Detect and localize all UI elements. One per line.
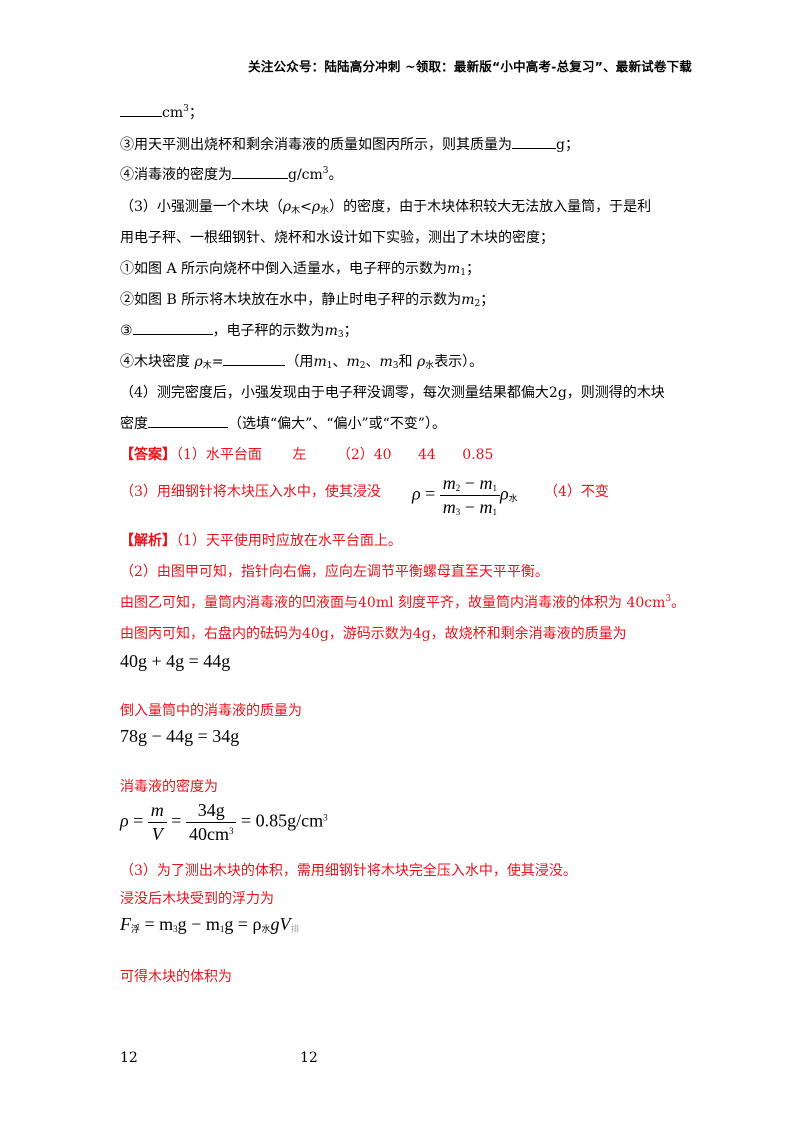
analysis-part2: （2）由图甲可知，指针向右偏，应向左调节平衡螺母直至天平平衡。	[120, 564, 549, 580]
analysis-poured-mass: 倒入量筒中的消毒液的质量为	[120, 703, 302, 719]
analysis-volume-wood: 可得木块的体积为	[120, 969, 232, 985]
page-number-left: 12	[120, 1050, 138, 1066]
answer-blank	[120, 102, 162, 117]
analysis-part3: （3）为了测出木块的体积，需用细钢针将木块完全压入水中，使其浸没。	[120, 863, 577, 879]
question-part4-choice: 密度（选填“偏大”、“偏小”或“不变”）。	[120, 413, 446, 433]
equation-remaining-mass: 40g + 4g = 44g	[120, 651, 231, 671]
answer-line-1: 【答案】（1）水平台面 左 （2）40 44 0.85	[120, 447, 494, 463]
step-1: ①如图 A 所示向烧杯中倒入适量水，电子秤的示数为m1；	[120, 261, 481, 278]
analysis-buoyancy: 浸没后木块受到的浮力为	[120, 891, 274, 907]
answer-blank	[223, 351, 286, 366]
analysis-volume: 由图乙可知，量筒内消毒液的凹液面与40ml 刻度平齐，故量筒内消毒液的体积为 4…	[120, 594, 686, 611]
page-header: 关注公众号：陆陆高分冲刺 ~领取：最新版“小中高考-总复习”、最新试卷下载	[248, 59, 692, 74]
answer-blank	[148, 413, 228, 428]
equation-poured-mass: 78g − 44g = 34g	[120, 726, 240, 746]
wood-density-formula: ρ = m2 − m1 m3 − m1 ρ水	[412, 473, 518, 517]
analysis-mass: 由图丙可知，右盘内的砝码为40g，游码示数为4g，故烧杯和剩余消毒液的质量为	[120, 626, 627, 642]
step-3: ③，电子秤的示数为m3；	[120, 320, 358, 340]
analysis-part1: 【解析】（1）天平使用时应放在水平台面上。	[120, 533, 402, 549]
answer-blank	[232, 164, 288, 179]
question-part3-intro: （3）小强测量一个木块（ρ木<ρ水）的密度，由于木块体积较大无法放入量筒，于是利	[120, 199, 652, 216]
question-part3-method: 用电子秤、一根细钢针、烧杯和水设计如下实验，测出了木块的密度；	[120, 230, 554, 246]
equation-buoyancy: F浮 = m3g − m1g = ρ水gV排	[120, 914, 300, 935]
step-4: ④木块密度 ρ木=（用m1、m2、m3和 ρ水表示）。	[120, 351, 483, 371]
answer-blank	[132, 320, 213, 335]
question-line-volume: cm3；	[120, 102, 203, 122]
answer-blank	[512, 134, 556, 149]
answer-line-2: （3）用细钢针将木块压入水中，使其浸没 ρ = m2 − m1 m3 − m1 …	[120, 473, 609, 517]
question-part4: （4）测完密度后，小强发现由于电子秤没调零，每次测量结果都偏大2g，则测得的木块	[120, 385, 665, 401]
analysis-density: 消毒液的密度为	[120, 779, 218, 795]
step-2: ②如图 B 所示将木块放在水中，静止时电子秤的示数为m2；	[120, 292, 495, 309]
page-number-center: 12	[300, 1050, 318, 1066]
